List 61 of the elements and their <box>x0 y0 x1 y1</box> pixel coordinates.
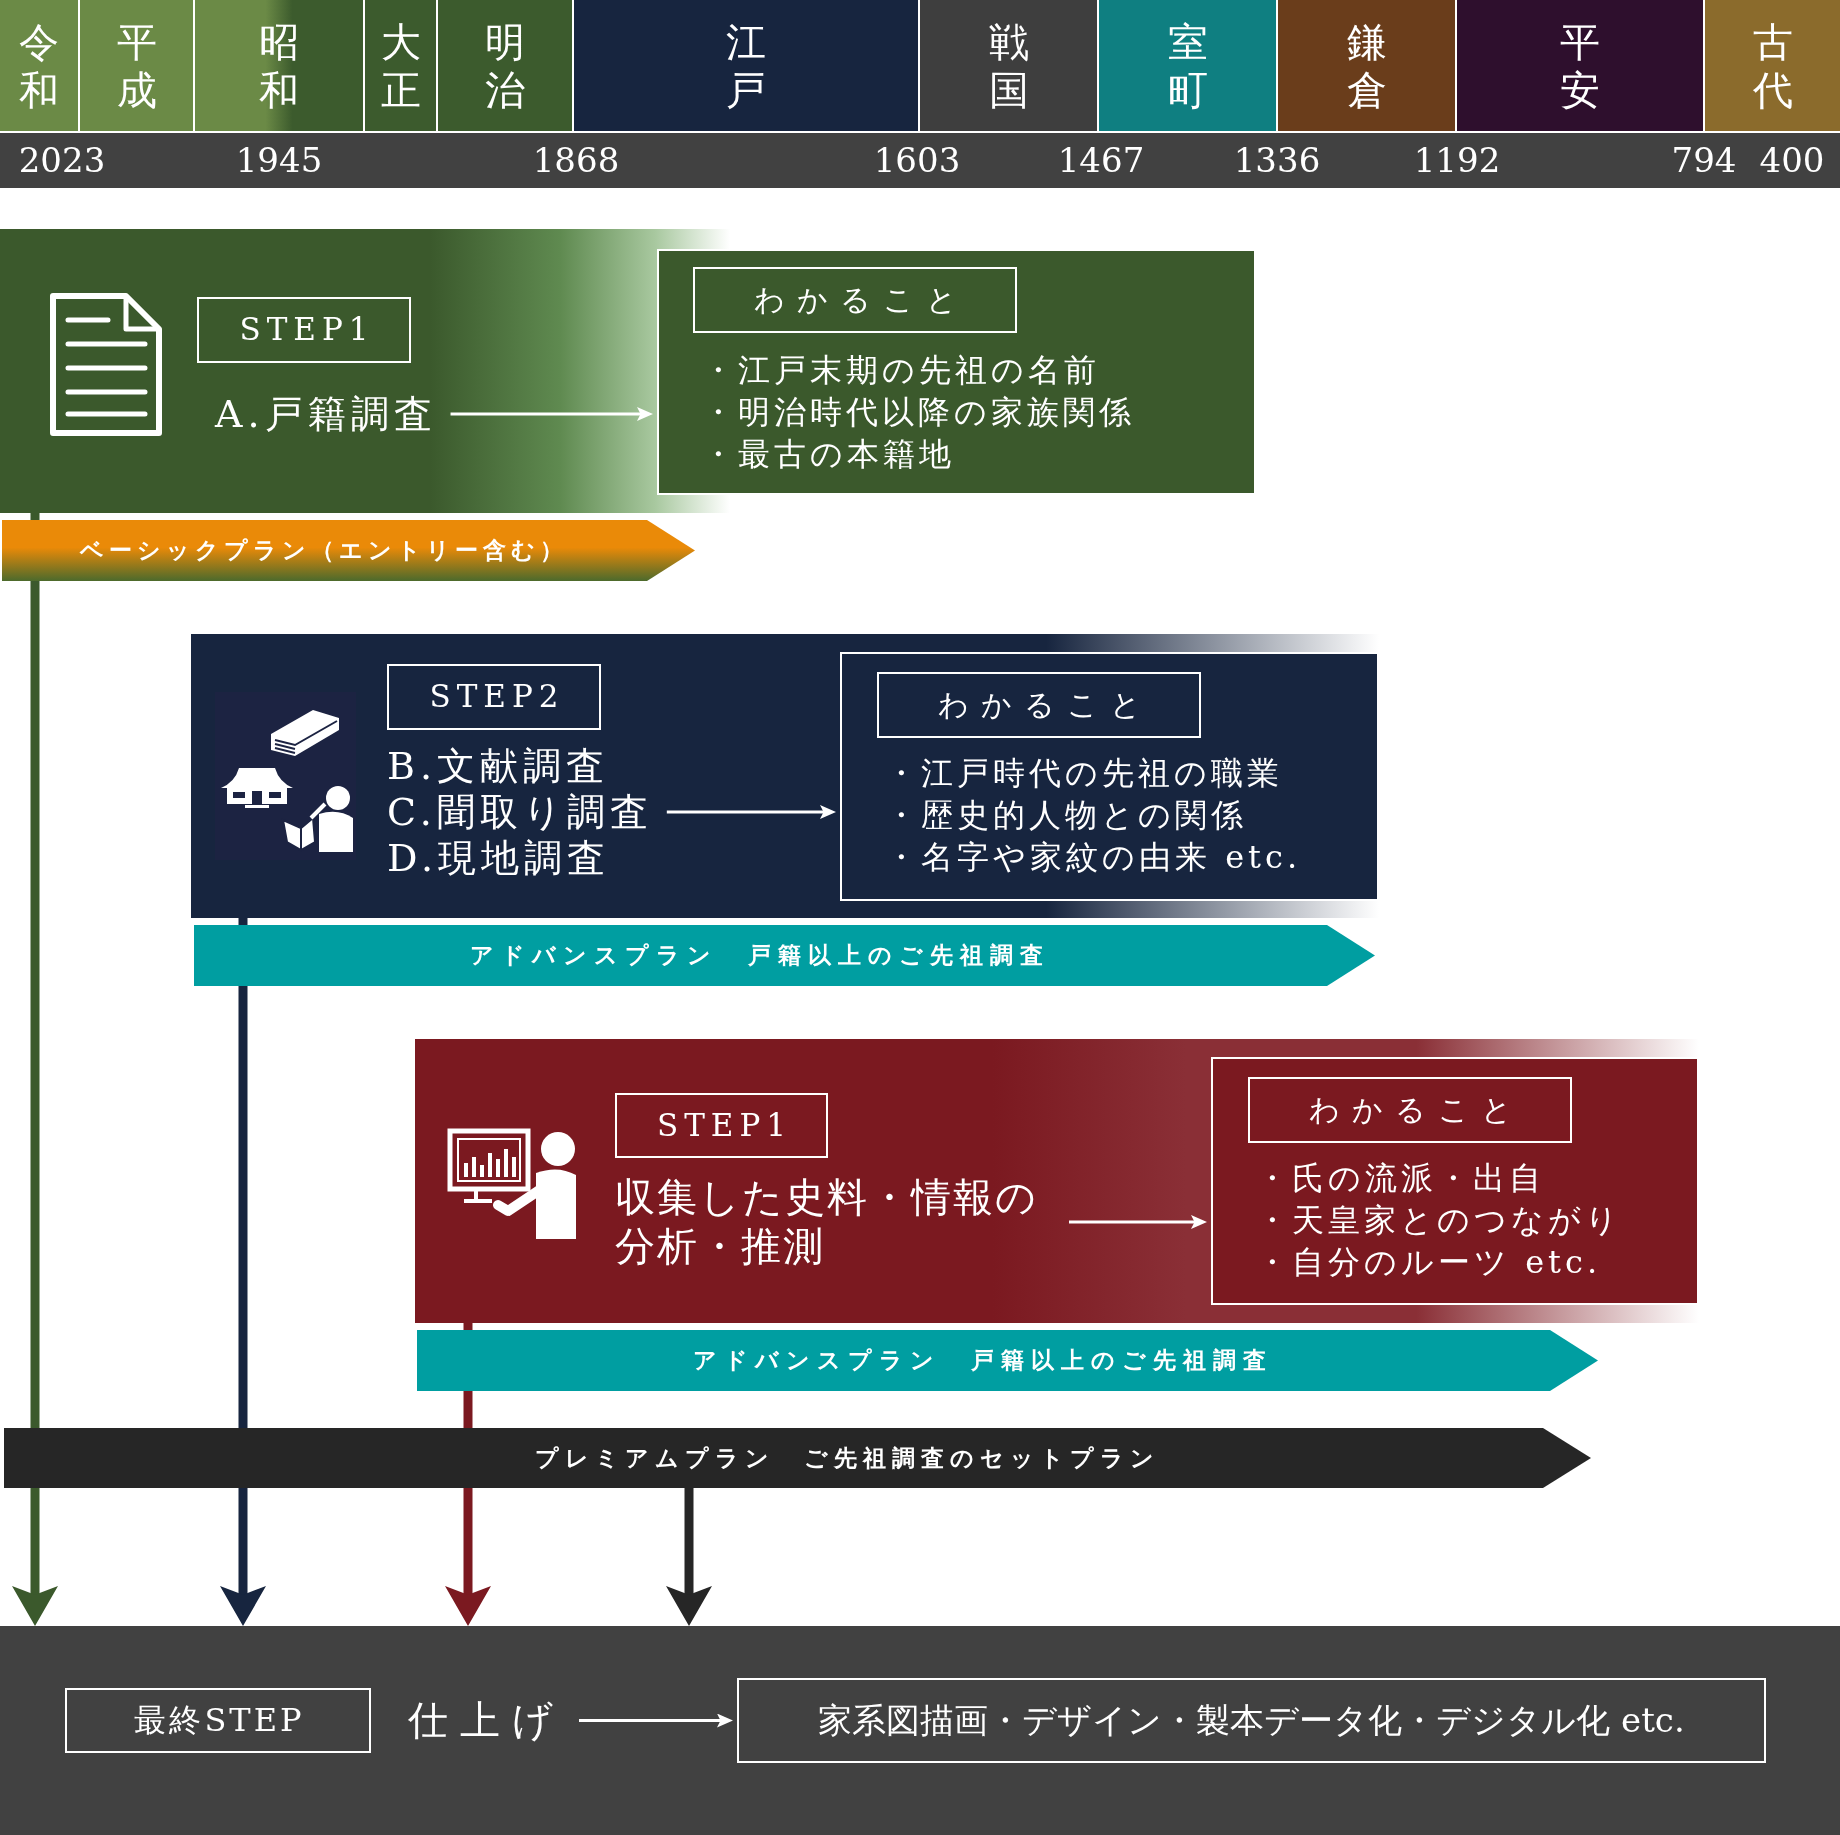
year-label: 1945 <box>235 141 323 180</box>
plan-banner: ベーシックプラン（エントリー含む） <box>2 520 695 581</box>
step-tag: STEP1 <box>197 297 411 363</box>
step-band <box>415 1039 1699 1323</box>
era-block: 江戸 <box>574 0 918 131</box>
era-block: 鎌倉 <box>1278 0 1455 131</box>
connector-line <box>30 513 40 520</box>
findings-panel <box>657 249 1256 495</box>
heading-tag: わかること <box>877 672 1201 738</box>
plan-banner: アドバンスプラン 戸籍以上のご先祖調査 <box>417 1330 1598 1391</box>
step-tag: 最終STEP <box>65 1688 371 1753</box>
year-label: 1868 <box>532 141 620 180</box>
bullet-list: ・江戸末期の先祖の名前 ・明治時代以降の家族関係 ・最古の本籍地 <box>702 349 1135 475</box>
step-band <box>191 634 1379 918</box>
method-list: B.文献調査 C.聞取り調査 D.現地調査 <box>387 743 653 881</box>
arrow <box>1069 1215 1207 1229</box>
arrow <box>666 805 836 819</box>
year-label: 1603 <box>873 141 961 180</box>
bullet-list: ・江戸時代の先祖の職業 ・歴史的人物との関係 ・名字や家紋の由来 etc. <box>885 752 1302 878</box>
plan-banner: アドバンスプラン 戸籍以上のご先祖調査 <box>194 925 1375 986</box>
year-label: 1336 <box>1233 141 1321 180</box>
connector-line <box>463 1323 473 1330</box>
year-bar <box>0 133 1840 188</box>
connector-line <box>463 1391 473 1428</box>
bullet-list: ・氏の流派・出自 ・天皇家とのつながり ・自分のルーツ etc. <box>1256 1157 1622 1283</box>
connector-line <box>238 986 248 1428</box>
step-tag: STEP2 <box>387 664 601 730</box>
findings-panel <box>840 652 1379 901</box>
year-label: 1467 <box>1057 141 1145 180</box>
step-title: 仕上げ <box>408 1696 565 1745</box>
era-block: 令和 <box>0 0 78 131</box>
step-band <box>0 229 730 513</box>
final-band <box>0 1626 1840 1835</box>
step-tag: STEP1 <box>615 1093 828 1158</box>
era-block: 明治 <box>438 0 572 131</box>
connector-line <box>238 918 248 925</box>
era-block: 戦国 <box>920 0 1097 131</box>
arrow <box>12 1488 58 1626</box>
plan-banner: プレミアムプラン ご先祖調査のセットプラン <box>4 1428 1591 1488</box>
step-title: A.戸籍調査 <box>215 391 437 437</box>
year-label: 1192 <box>1413 141 1501 180</box>
arrow <box>220 1488 266 1626</box>
arrow <box>445 1488 491 1626</box>
era-block: 平成 <box>80 0 193 131</box>
arrow <box>666 1488 712 1626</box>
arrow <box>579 1713 733 1728</box>
year-label: 400 <box>1759 141 1825 180</box>
era-block: 古代 <box>1705 0 1840 131</box>
heading-tag: わかること <box>1248 1077 1572 1143</box>
year-label: 794 <box>1671 141 1737 180</box>
result-frame: 家系図描画・デザイン・製本データ化・デジタル化 etc. <box>737 1678 1766 1763</box>
step-title: 収集した史料・情報の分析・推測 <box>615 1173 1055 1271</box>
era-block: 昭和 <box>195 0 363 131</box>
arrow <box>450 407 653 421</box>
connector-line <box>30 581 40 1428</box>
era-block: 平安 <box>1457 0 1703 131</box>
era-block: 室町 <box>1099 0 1276 131</box>
year-label: 2023 <box>18 141 106 180</box>
heading-tag: わかること <box>693 267 1017 333</box>
era-block: 大正 <box>365 0 436 131</box>
findings-panel <box>1211 1057 1699 1305</box>
